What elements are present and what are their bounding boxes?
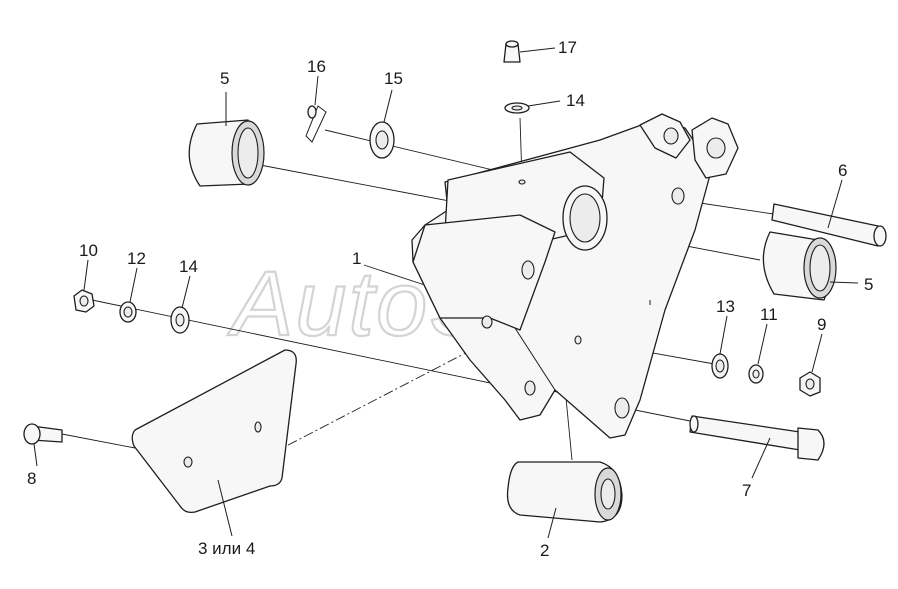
callout-12: 12 [127, 249, 146, 268]
bolt-part-7 [689, 415, 825, 461]
callout-5-right: 5 [864, 275, 873, 294]
cotter-pin-part-16 [305, 105, 327, 143]
washer-part-14-top [504, 102, 530, 114]
lock-washer-part-12 [119, 301, 137, 323]
callout-5-left: 5 [220, 69, 229, 88]
nut-part-10 [73, 289, 95, 313]
washer-part-15 [369, 121, 395, 159]
callout-9: 9 [817, 315, 826, 334]
callout-6: 6 [838, 161, 847, 180]
bushing-part-5-right [762, 231, 837, 301]
spacer-tube-part-2 [506, 461, 623, 523]
bolt-part-8 [23, 423, 63, 445]
callout-11: 11 [760, 305, 778, 324]
plate-part-3-or-4 [131, 349, 297, 514]
callout-13: 13 [716, 297, 735, 316]
callout-14-left: 14 [179, 257, 198, 276]
washer-part-13 [711, 353, 729, 379]
callout-17: 17 [558, 38, 577, 57]
callout-labels: 1 2 3 или 4 5 5 6 7 8 9 10 11 12 13 14 1… [27, 38, 873, 560]
lock-washer-part-11 [748, 364, 764, 384]
callout-15: 15 [384, 69, 403, 88]
bushing-part-5-left [188, 119, 265, 187]
washer-part-14-left [170, 306, 190, 334]
callout-16: 16 [307, 57, 326, 76]
callout-2: 2 [540, 541, 549, 560]
callout-leaders [33, 47, 859, 539]
grease-fitting-part-17 [503, 40, 521, 63]
callout-14-top: 14 [566, 91, 585, 110]
nut-part-9 [799, 371, 821, 397]
bracket-part-1 [411, 113, 739, 439]
callout-3-or-4: 3 или 4 [198, 539, 255, 558]
callout-7: 7 [742, 481, 751, 500]
callout-8: 8 [27, 469, 36, 488]
callout-10: 10 [79, 241, 98, 260]
callout-1: 1 [352, 249, 361, 268]
